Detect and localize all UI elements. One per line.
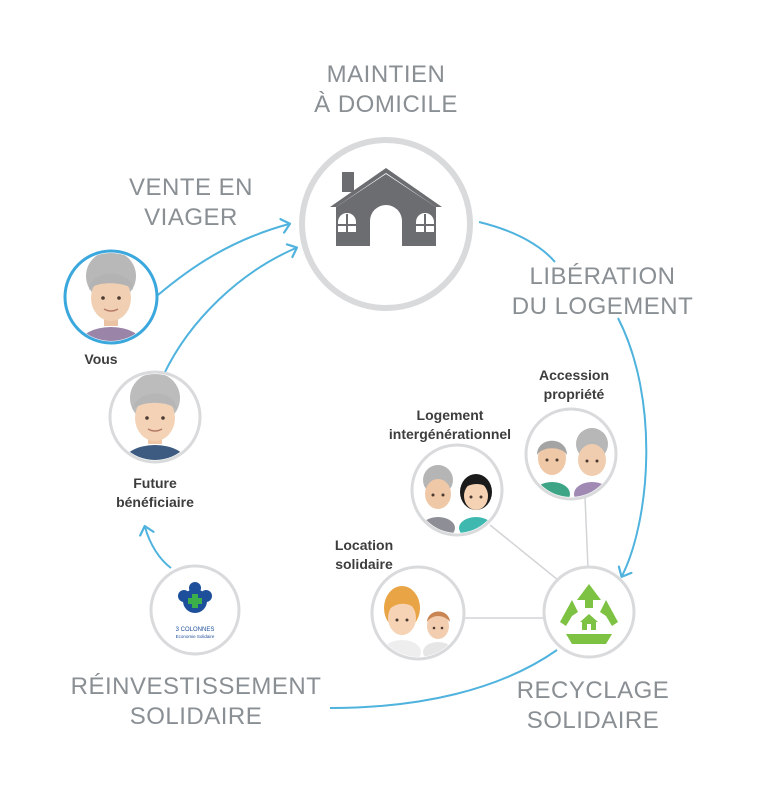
stage-reinvestissement-line1: RÉINVESTISSEMENT (70, 673, 322, 700)
location-node (370, 565, 466, 661)
node-location-line2: solidaire (335, 556, 393, 572)
recyclage-circle (542, 565, 636, 659)
node-future-line2: bénéficiaire (116, 494, 194, 510)
logo-subtitle: Economie Solidaire (176, 634, 215, 639)
stage-recyclage-line1: RECYCLAGE (516, 677, 670, 704)
arrow-recyclage-to-reinvestissement (329, 649, 558, 709)
arrow-liberation-to-recyclage (617, 317, 648, 576)
connector-lines (462, 496, 589, 619)
logo-node: 3 COLONNES Economie Solidaire (149, 564, 241, 656)
house-icon (330, 168, 442, 246)
accession-node (524, 407, 618, 501)
stage-vente-line1: VENTE EN (128, 174, 254, 201)
stage-maintien-label: MAINTIEN À DOMICILE (296, 60, 476, 120)
association-logo-icon: 3 COLONNES Economie Solidaire (176, 582, 215, 639)
node-future-line1: Future (133, 475, 177, 491)
stage-reinvestissement-line2: SOLIDAIRE (129, 703, 263, 730)
stage-recyclage-label: RECYCLAGE SOLIDAIRE (508, 676, 678, 736)
arrow-future-to-maintien (163, 248, 296, 375)
stage-maintien-line2: À DOMICILE (314, 91, 458, 118)
young-people-avatar (383, 586, 453, 657)
stage-vente-label: VENTE EN VIAGER (111, 173, 271, 233)
stage-vente-line2: VIAGER (144, 204, 238, 231)
maintien-circle (299, 137, 473, 311)
arrow-logo-to-future (145, 527, 172, 569)
node-accession-line1: Accession (538, 367, 610, 383)
stage-recyclage-line2: SOLIDAIRE (526, 707, 660, 734)
stage-reinvestissement-label: RÉINVESTISSEMENT SOLIDAIRE (60, 672, 332, 732)
stage-maintien-line1: MAINTIEN (326, 61, 446, 88)
node-logement-label: Logement intergénérationnel (360, 406, 540, 444)
future-node (108, 370, 202, 464)
elderly-woman-avatar-2 (123, 374, 187, 460)
connector-logement (489, 524, 559, 581)
connector-accession (584, 496, 589, 569)
logo-title: 3 COLONNES (176, 627, 215, 633)
flow-arrows (145, 221, 648, 709)
node-accession-line2: propriété (543, 386, 605, 402)
logement-node (410, 443, 504, 537)
stage-liberation-line1: LIBÉRATION (529, 263, 676, 290)
vous-node (63, 249, 159, 345)
node-future-label: Future bénéficiaire (95, 474, 215, 512)
node-accession-label: Accession propriété (514, 366, 634, 404)
intergenerational-avatar (421, 465, 493, 533)
node-logement-line1: Logement (416, 407, 484, 423)
arrow-vous-to-maintien (157, 224, 289, 296)
arrow-maintien-to-liberation-a (478, 221, 556, 263)
elderly-woman-avatar (79, 253, 143, 341)
node-location-line1: Location (334, 537, 394, 553)
node-vous-label: Vous (66, 350, 136, 369)
stage-liberation-line2: DU LOGEMENT (511, 293, 694, 320)
node-location-label: Location solidaire (316, 536, 412, 574)
node-vous-text: Vous (84, 351, 118, 367)
node-logement-line2: intergénérationnel (388, 426, 512, 442)
stage-liberation-label: LIBÉRATION DU LOGEMENT (500, 262, 705, 322)
recycle-icon (560, 584, 618, 644)
